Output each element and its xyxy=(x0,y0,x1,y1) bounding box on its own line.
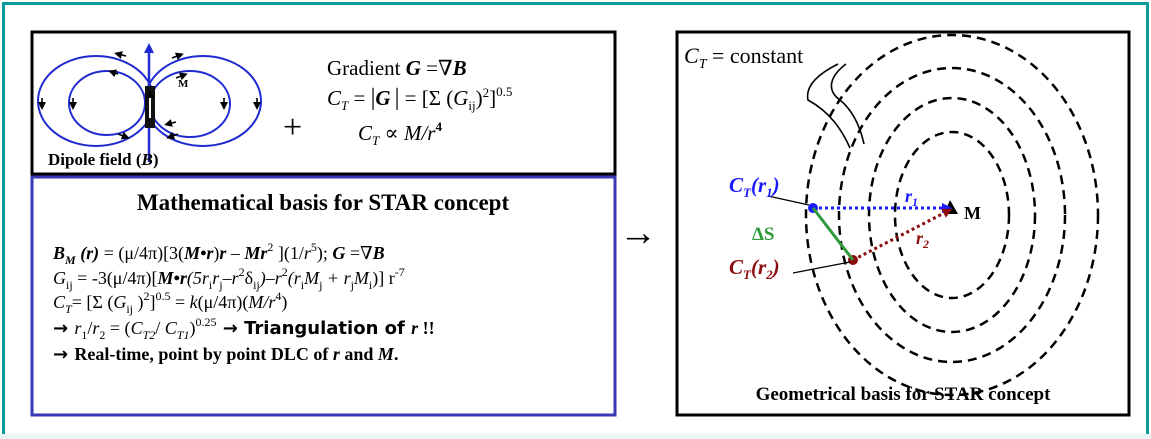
constant-pointer-1 xyxy=(806,63,851,149)
math-basis-box xyxy=(30,175,617,417)
ct-r2-label: CT(r2) xyxy=(729,255,780,282)
center-magnet-label: M xyxy=(964,203,981,223)
math-title: Mathematical basis for STAR concept xyxy=(137,190,510,215)
ct-contour-1 xyxy=(804,33,1100,397)
dipole-caption: Dipole field (B) xyxy=(48,150,159,169)
ct-magnitude-line: CT = |G| = [Σ (Gij)2]0.5 xyxy=(327,84,512,113)
ct-proportional-line: CT ∝ M/r4 xyxy=(358,119,442,148)
field-direction-arrows xyxy=(38,51,261,140)
realtime-dlc-line: → Real-time, point by point DLC of r and… xyxy=(53,344,398,365)
delta-s-segment xyxy=(811,207,855,261)
ct-contour-2 xyxy=(837,66,1067,364)
equation-triangulation: → r1/r2 = (CT2/ CT1)0.25 → Triangulation… xyxy=(53,315,435,342)
ct-r1-label: CT(r1) xyxy=(729,173,780,200)
ct-r1-leader xyxy=(767,195,810,206)
ct-r2-leader xyxy=(792,261,851,274)
r2-label: r2 xyxy=(916,228,929,251)
geometry-caption: Geometrical basis for STAR concept xyxy=(756,384,1051,405)
magnet-label: M xyxy=(178,78,189,90)
ct-contour-3 xyxy=(867,96,1037,334)
constant-pointer-2 xyxy=(830,63,865,145)
delta-s-label: ΔS xyxy=(752,224,774,245)
equation-ct: CT= [Σ (Gij )2]0.5 = k(μ/4π)(M/r4) xyxy=(53,289,287,316)
r1-label: r1 xyxy=(905,186,918,209)
plus-sign: + xyxy=(283,109,302,146)
frame-bottom-band xyxy=(0,434,1151,439)
big-implies-arrow: → xyxy=(619,212,657,254)
geometry-box xyxy=(675,30,1131,417)
ct-contours xyxy=(804,33,1100,397)
constant-label: CT = constant xyxy=(684,43,803,72)
gradient-line: Gradient G =∇B xyxy=(327,56,467,80)
equation-field: BM (r) = (μ/4π)[3(M•r)r – Mr2 ](1/r5); G… xyxy=(52,240,385,267)
equation-gradient-tensor: Gij = -3(μ/4π)[M•r(5rirj–r2δij)–r2(riMj … xyxy=(53,265,405,292)
ct-contour-4 xyxy=(893,130,1011,300)
dipole-gradient-box xyxy=(30,30,617,176)
